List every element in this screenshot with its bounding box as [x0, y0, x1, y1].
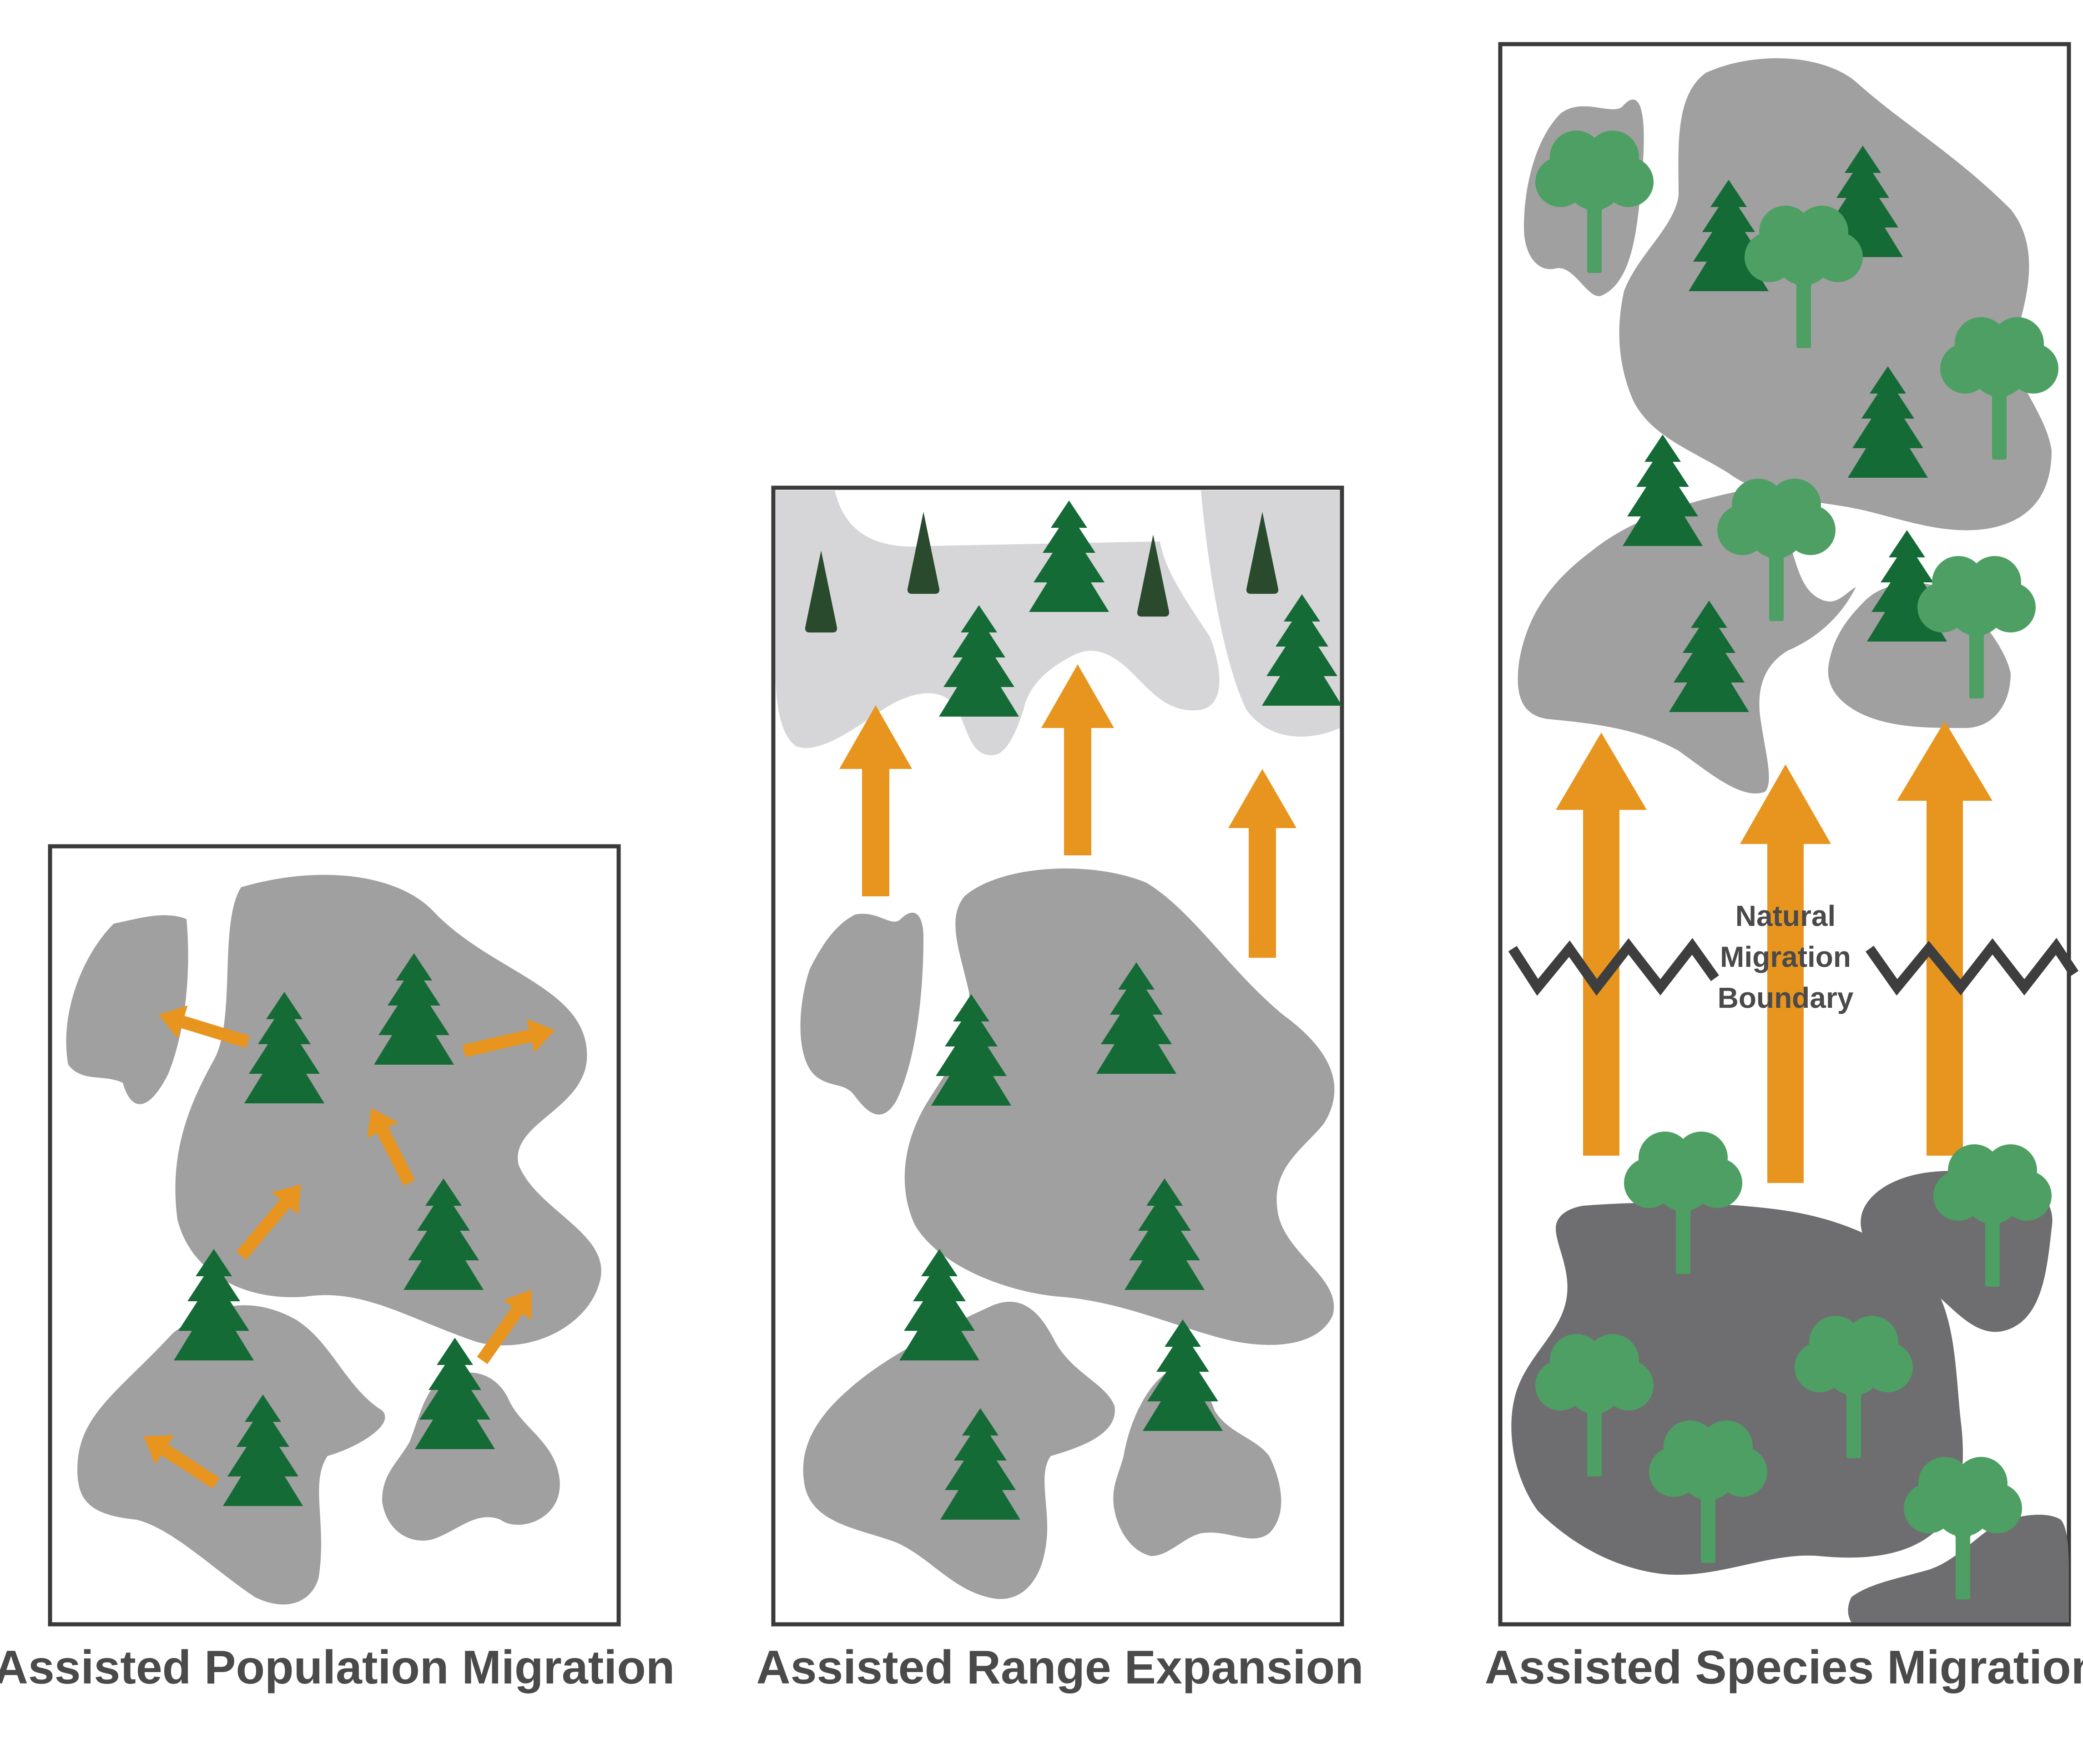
migration-arrow-icon — [1897, 721, 1992, 1156]
migration-arrow-icon — [1740, 764, 1831, 1183]
panel-2-caption: Assisted Range Expansion — [756, 1641, 1363, 1694]
migration-arrow-icon — [839, 705, 912, 896]
habitat-patch — [1619, 58, 2052, 531]
migration-arrow-icon — [158, 1005, 250, 1048]
panel-assisted-population-migration: Assisted Population Migration — [0, 844, 675, 1694]
panel-1-frame — [48, 844, 621, 1627]
migration-arrows — [839, 664, 1296, 958]
habitat-patch — [904, 868, 1335, 1345]
migration-arrows — [143, 1005, 555, 1489]
panel-3-frame — [1498, 42, 2071, 1627]
boundary-label-line-3: Boundary — [1718, 981, 1854, 1014]
migration-arrow-icon — [1041, 664, 1114, 855]
natural-migration-boundary: Natural Migration Boundary — [1508, 900, 2079, 1014]
habitat-patch — [175, 874, 601, 1346]
habitat-patch — [800, 912, 923, 1115]
panel-assisted-species-migration: Natural Migration Boundary Assisted Spec… — [1485, 42, 2083, 1694]
zigzag-boundary-icon — [1866, 938, 2079, 996]
habitat-patch — [66, 915, 188, 1104]
migration-arrow-icon — [1228, 769, 1296, 958]
dark-habitat-patch — [1511, 1203, 1963, 1575]
panel-3-caption: Assisted Species Migration — [1485, 1641, 2083, 1694]
habitat-patch — [803, 1302, 1115, 1599]
panel-1-caption: Assisted Population Migration — [0, 1641, 675, 1694]
migration-arrow-icon — [477, 1289, 532, 1365]
boundary-label-line-2: Migration — [1720, 940, 1851, 973]
habitat-patches — [800, 868, 1335, 1599]
panel-assisted-range-expansion: Assisted Range Expansion — [756, 485, 1364, 1694]
migration-arrow-icon — [143, 1435, 220, 1489]
habitat-patches — [66, 874, 601, 1605]
migration-arrow-icon — [462, 1019, 555, 1057]
zigzag-boundary-icon — [1508, 938, 1719, 996]
light-habitat-patch — [776, 490, 1220, 755]
habitat-patch — [77, 1305, 385, 1605]
boundary-label-line-1: Natural — [1735, 900, 1836, 932]
conifer-tree-icon — [1143, 1319, 1223, 1431]
migration-arrow-icon — [236, 1184, 301, 1260]
panel-2-frame — [771, 485, 1344, 1627]
migration-arrow-icon — [367, 1108, 415, 1186]
